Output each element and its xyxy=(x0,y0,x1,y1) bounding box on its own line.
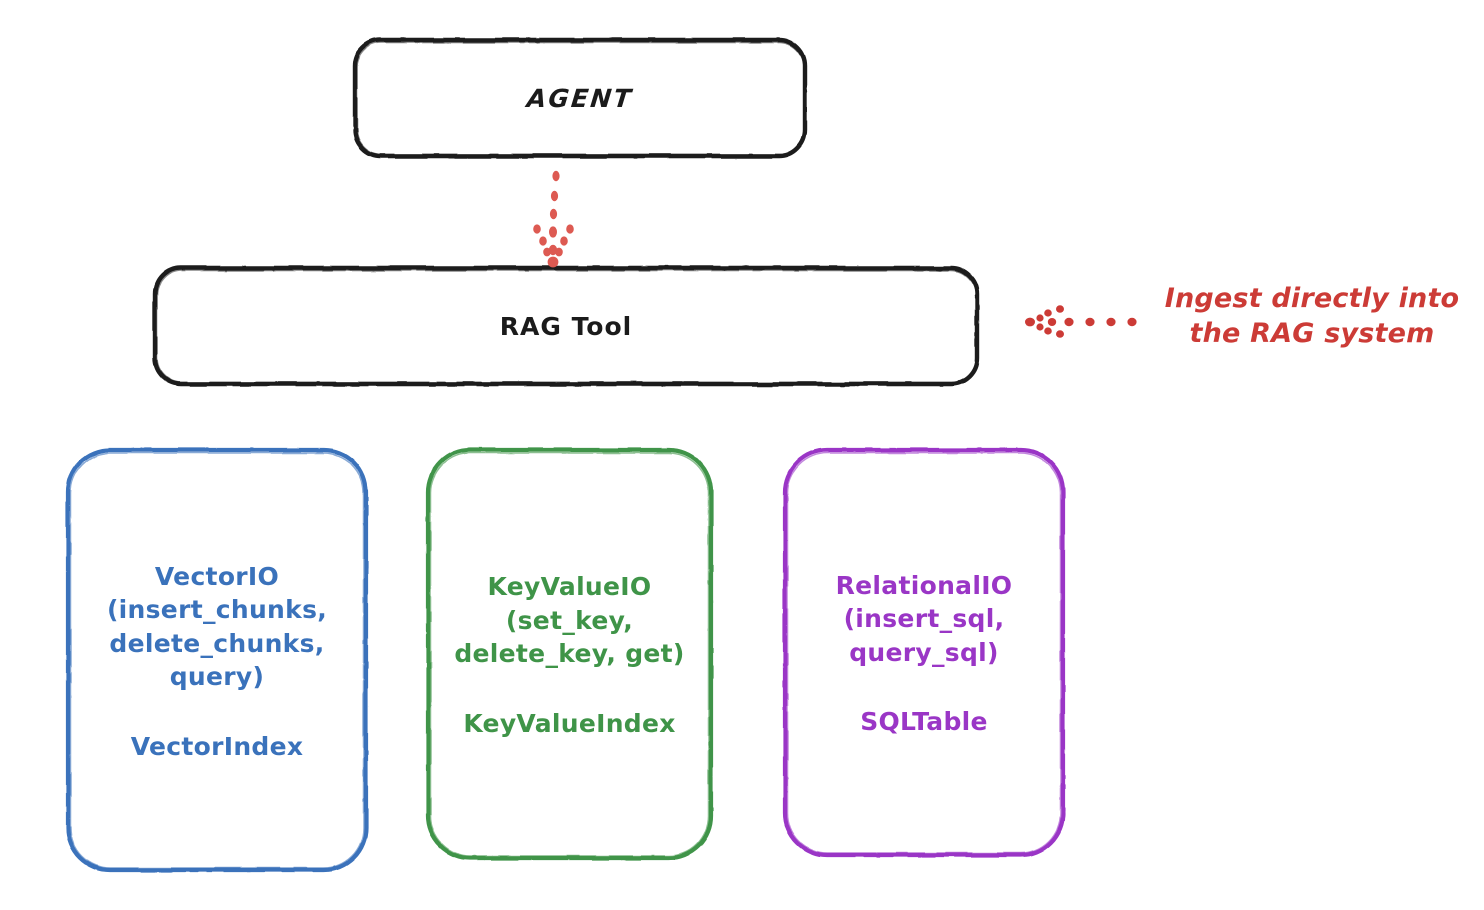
node-agent[interactable]: AGENT xyxy=(355,40,805,156)
node-key-value-io[interactable]: KeyValueIO (set_key, delete_key, get) Ke… xyxy=(428,450,711,858)
node-vector-io[interactable]: VectorIO (insert_chunks, delete_chunks, … xyxy=(68,450,366,870)
node-key-value-io-label: KeyValueIO (set_key, delete_key, get) xyxy=(454,572,685,669)
node-agent-label: AGENT xyxy=(525,83,635,113)
ingest-annotation: Ingest directly into the RAG system xyxy=(1146,281,1478,351)
node-rag-tool[interactable]: RAG Tool xyxy=(155,268,977,384)
node-relational-io-label: RelationalIO (insert_sql, query_sql) xyxy=(835,570,1013,667)
ingest-annotation-line-2: the RAG system xyxy=(1189,318,1435,350)
ingest-arrow xyxy=(1025,305,1137,338)
node-relational-io-sublabel: SQLTable xyxy=(860,707,988,737)
ingest-annotation-line-1: Ingest directly into xyxy=(1164,283,1460,314)
node-rag-tool-label: RAG Tool xyxy=(499,311,633,341)
node-key-value-io-sublabel: KeyValueIndex xyxy=(463,708,676,738)
node-vector-io-sublabel: VectorIndex xyxy=(130,731,304,761)
node-relational-io[interactable]: RelationalIO (insert_sql, query_sql) SQL… xyxy=(785,450,1063,855)
node-vector-io-label: VectorIO (insert_chunks, delete_chunks, … xyxy=(106,561,328,692)
agent-to-rag-arrow xyxy=(533,170,574,268)
